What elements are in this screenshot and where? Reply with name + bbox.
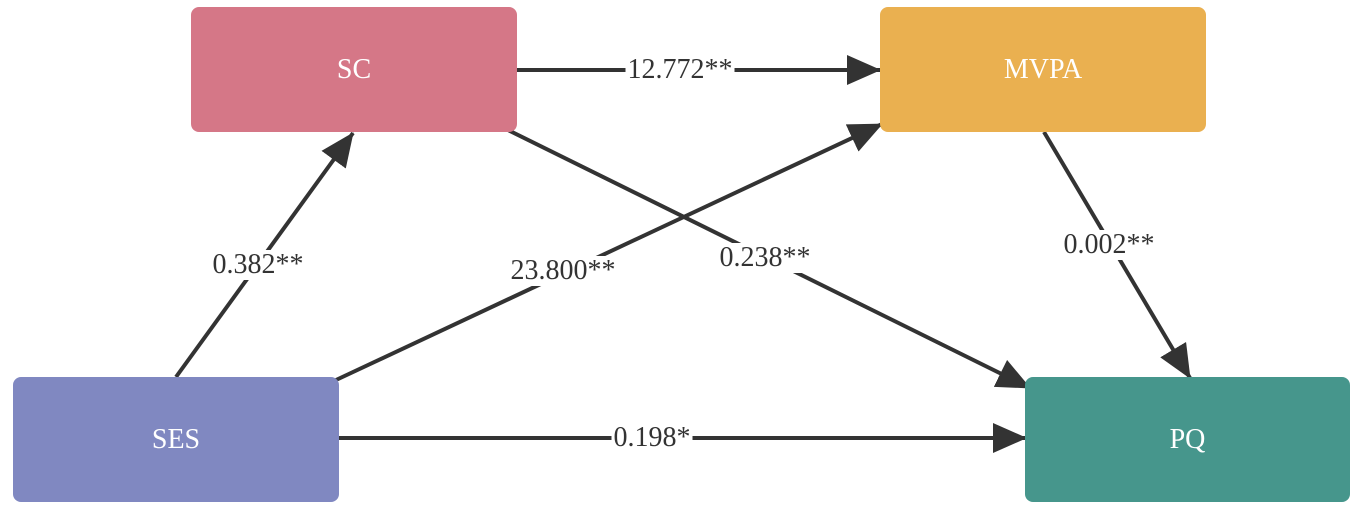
- node-pq-label: PQ: [1169, 423, 1206, 455]
- edge-ses-mvpa: [335, 122, 883, 382]
- node-mvpa-label: MVPA: [1003, 53, 1083, 85]
- node-sc-label: SC: [336, 53, 372, 85]
- node-mvpa: MVPA: [880, 7, 1206, 132]
- node-sc: SC: [191, 7, 517, 132]
- edge-label-mvpa-pq: 0.002**: [1061, 229, 1157, 260]
- node-ses: SES: [13, 377, 339, 502]
- node-ses-label: SES: [151, 423, 201, 455]
- node-pq: PQ: [1025, 377, 1350, 502]
- edge-label-ses-mvpa: 23.800**: [508, 255, 618, 286]
- edge-label-ses-pq: 0.198*: [611, 422, 693, 453]
- edge-label-sc-mvpa: 12.772**: [625, 54, 735, 85]
- edge-label-sc-pq: 0.238**: [717, 242, 813, 273]
- edge-label-ses-sc: 0.382**: [210, 249, 306, 280]
